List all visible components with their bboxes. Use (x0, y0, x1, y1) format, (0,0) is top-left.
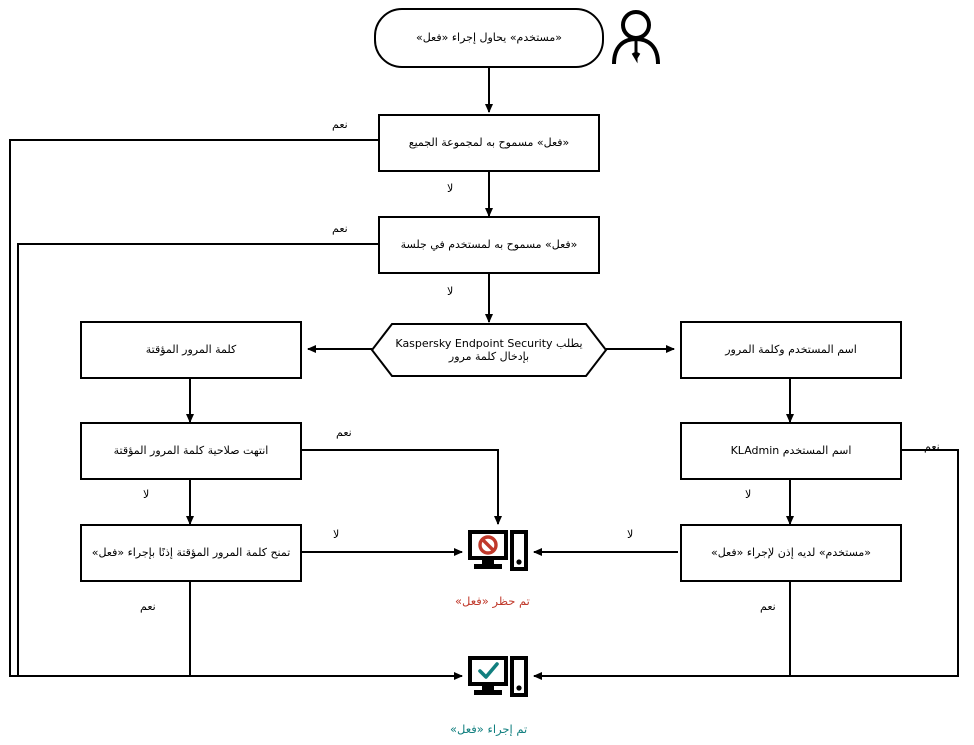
node-temp-password-grants-label: تمنح كلمة المرور المؤقتة إذنًا بإجراء «ف… (91, 545, 291, 559)
edge-label-everyone-yes: نعم (332, 118, 348, 131)
edge-expired-yes-to-blocked (302, 449, 502, 525)
node-kes-password-prompt-label: يطلب Kaspersky Endpoint Security بإدخال … (395, 337, 583, 363)
node-username-password: اسم المستخدم وكلمة المرور (680, 321, 902, 379)
node-kladmin-username-label: اسم المستخدم KLAdmin (730, 443, 852, 457)
node-username-password-label: اسم المستخدم وكلمة المرور (725, 342, 857, 356)
node-kladmin-username: اسم المستخدم KLAdmin (680, 422, 902, 480)
node-temp-password-expired: انتهت صلاحية كلمة المرور المؤقتة (80, 422, 302, 480)
status-blocked-label: تم حظر «فعل» (455, 594, 530, 608)
edge-label-expired-no: لا (143, 488, 150, 501)
node-temp-password: كلمة المرور المؤقتة (80, 321, 302, 379)
edge-label-grants-yes: نعم (140, 600, 156, 613)
edge-label-grants-no: لا (333, 528, 340, 541)
node-temp-password-label: كلمة المرور المؤقتة (145, 342, 237, 356)
node-kes-password-prompt: يطلب Kaspersky Endpoint Security بإدخال … (370, 322, 608, 378)
edge-label-everyone-no: لا (447, 182, 454, 195)
node-allowed-session-user-label: «فعل» مسموح به لمستخدم في جلسة (400, 237, 578, 251)
edge-label-kladmin-no: لا (745, 488, 752, 501)
node-allowed-everyone-label: «فعل» مسموح به لمجموعة الجميع (408, 135, 570, 149)
edge-label-kladmin-yes: نعم (924, 440, 940, 453)
edge-label-session-yes: نعم (332, 222, 348, 235)
node-user-has-permission: «مستخدم» لديه إذن لإجراء «فعل» (680, 524, 902, 582)
node-allowed-session-user: «فعل» مسموح به لمستخدم في جلسة (378, 216, 600, 274)
monitor-blocked-icon (468, 528, 528, 576)
edge-label-expired-yes: نعم (336, 426, 352, 439)
edge-label-permission-no: لا (627, 528, 634, 541)
edge-label-permission-yes: نعم (760, 600, 776, 613)
node-start-label: «مستخدم» يحاول إجراء «فعل» (416, 30, 562, 44)
node-temp-password-grants: تمنح كلمة المرور المؤقتة إذنًا بإجراء «ف… (80, 524, 302, 582)
monitor-check-icon (468, 654, 528, 702)
node-temp-password-expired-label: انتهت صلاحية كلمة المرور المؤقتة (113, 443, 269, 457)
node-start: «مستخدم» يحاول إجراء «فعل» (374, 8, 604, 68)
user-icon (610, 8, 662, 64)
node-allowed-everyone: «فعل» مسموح به لمجموعة الجميع (378, 114, 600, 172)
edge-label-session-no: لا (447, 285, 454, 298)
status-allowed-label: تم إجراء «فعل» (450, 722, 528, 736)
node-user-has-permission-label: «مستخدم» لديه إذن لإجراء «فعل» (711, 545, 871, 559)
